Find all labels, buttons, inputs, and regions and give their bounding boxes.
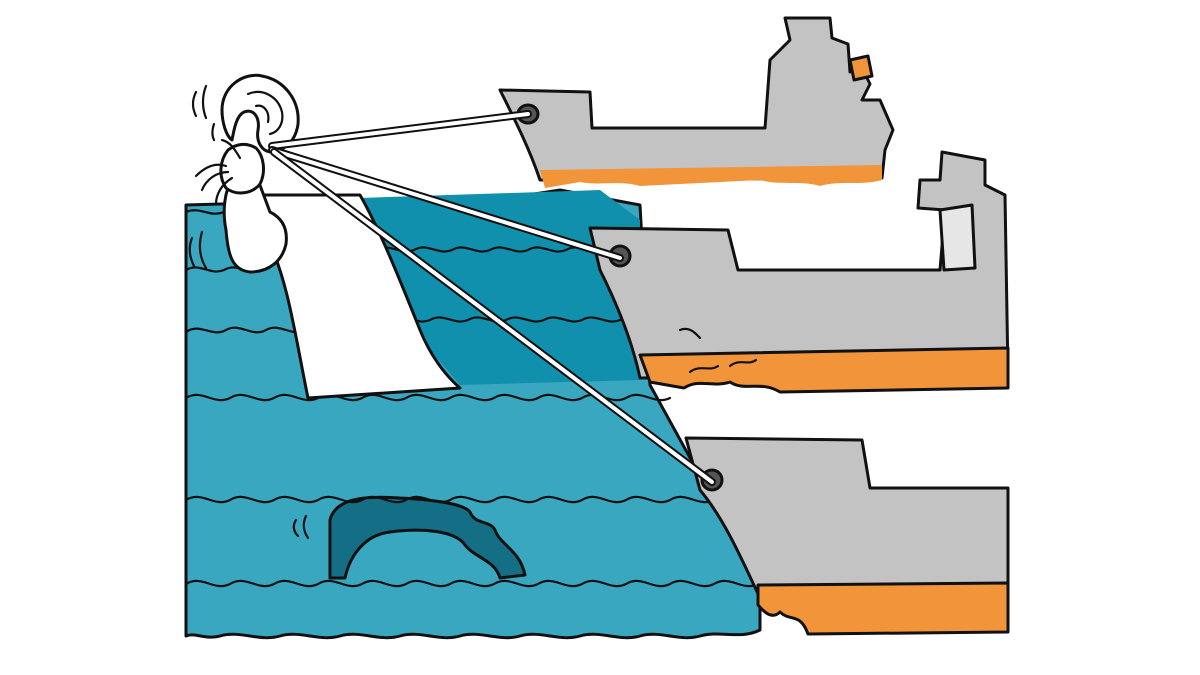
splash-marks [188,230,310,540]
rope-to-top-ship [268,110,532,150]
ship-middle-stripe [638,346,1010,394]
figure [191,73,462,400]
figure-head [220,73,300,154]
ship-bottom-stripe [756,581,1010,636]
ship-top-funnel [848,54,874,82]
submerged-shape [328,495,527,580]
figure-arm [222,178,288,274]
ship-middle-window [938,203,977,272]
ship-middle [588,150,1010,394]
figure-ear-detail [246,90,284,136]
figure-hand [219,142,265,195]
tow-ropes [268,110,716,486]
ship-middle-spray [678,327,758,374]
rope-to-middle-ship [268,146,624,262]
wave-lines [184,203,760,638]
ship-bottom-hull [684,436,1010,600]
figure-motion-marks [191,84,216,142]
ship-top-hull [498,16,895,182]
ship-top-stripe [540,165,882,188]
ship-top [498,16,895,188]
figure-body [258,193,462,400]
figure-fingers [194,138,242,206]
rope-to-bottom-ship [270,148,716,486]
ship-middle-hull [588,150,1010,380]
